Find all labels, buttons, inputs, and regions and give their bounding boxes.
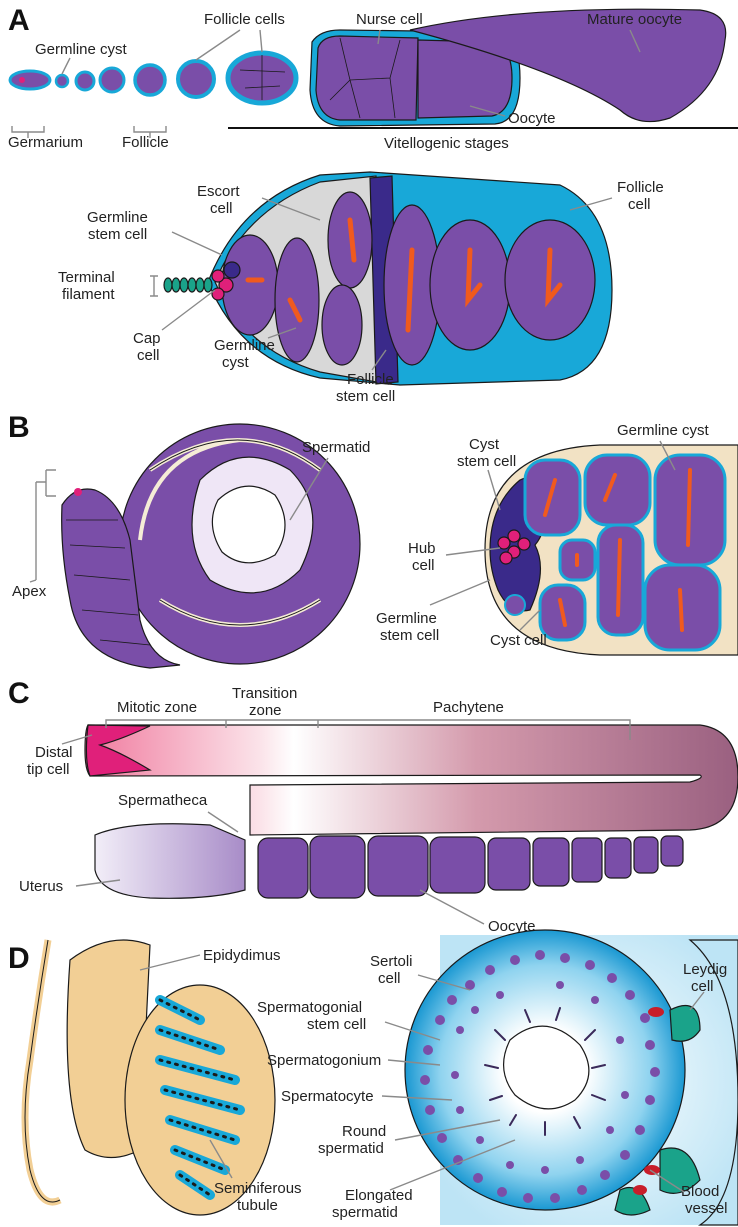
label-germline-stem-cell-b-2: stem cell: [380, 627, 439, 644]
label-pachytene: Pachytene: [433, 699, 504, 716]
label-terminal-filament-2: filament: [62, 286, 115, 303]
label-follicle-stem-cell-1: Follicle: [347, 371, 394, 388]
label-germline-stem-cell-b-1: Germline: [376, 610, 437, 627]
label-follicle-cells: Follicle cells: [204, 11, 285, 28]
label-seminiferous-tubule-2: tubule: [237, 1197, 278, 1214]
panel-b-letter: B: [8, 411, 30, 444]
label-uterus: Uterus: [19, 878, 63, 895]
panel-c: C Mitotic zone Transition zone Pachytene…: [8, 677, 738, 935]
coiled-testis: [62, 424, 360, 668]
label-spermatheca: Spermatheca: [118, 792, 208, 809]
label-germline-cyst-a-1: Germline: [214, 337, 275, 354]
label-transition-zone-1: Transition: [232, 685, 297, 702]
label-spermatocyte: Spermatocyte: [281, 1088, 374, 1105]
label-germline-cyst: Germline cyst: [35, 41, 128, 58]
testis-epididymis: [25, 940, 275, 1215]
label-germarium: Germarium: [8, 134, 83, 151]
label-hub-cell-2: cell: [412, 557, 435, 574]
label-leydig-cell-1: Leydig: [683, 961, 727, 978]
label-transition-zone-2: zone: [249, 702, 282, 719]
label-distal-tip-cell-1: Distal: [35, 744, 73, 761]
label-cyst-stem-cell-2: stem cell: [457, 453, 516, 470]
label-germline-stem-cell-a-1: Germline: [87, 209, 148, 226]
label-nurse-cell: Nurse cell: [356, 11, 423, 28]
label-follicle-stem-cell-2: stem cell: [336, 388, 395, 405]
label-seminiferous-tubule-1: Seminiferous: [214, 1180, 302, 1197]
panel-d: D Epidydimus Seminiferous tubule: [8, 930, 738, 1225]
panel-a: A Germline cyst Follicle cells Nurse cel…: [8, 4, 738, 405]
label-elongated-spermatid-2: spermatid: [332, 1204, 398, 1221]
label-apex: Apex: [12, 583, 47, 600]
label-sertoli-cell-2: cell: [378, 970, 401, 987]
label-round-spermatid-1: Round: [342, 1123, 386, 1140]
label-cyst-cell: Cyst cell: [490, 632, 547, 649]
label-spermatogonial-stem-cell-2: stem cell: [307, 1016, 366, 1033]
label-germline-cyst-b: Germline cyst: [617, 422, 710, 439]
label-oocyte: Oocyte: [508, 110, 556, 127]
label-cyst-stem-cell-1: Cyst: [469, 436, 500, 453]
panel-b: B Spermatid Apex: [8, 411, 738, 668]
label-round-spermatid-2: spermatid: [318, 1140, 384, 1157]
panel-d-letter: D: [8, 942, 30, 975]
label-cap-cell-2: cell: [137, 347, 160, 364]
label-follicle: Follicle: [122, 134, 169, 151]
label-leydig-cell-2: cell: [691, 978, 714, 995]
label-blood-vessel-2: vessel: [685, 1200, 728, 1217]
label-sertoli-cell-1: Sertoli: [370, 953, 413, 970]
label-germline-cyst-a-2: cyst: [222, 354, 250, 371]
panel-a-letter: A: [8, 4, 30, 37]
label-elongated-spermatid-1: Elongated: [345, 1187, 413, 1204]
label-spermatogonial-stem-cell-1: Spermatogonial: [257, 999, 362, 1016]
c-elegans-gonad: [85, 725, 738, 898]
label-mature-oocyte: Mature oocyte: [587, 11, 682, 28]
label-escort-cell-1: Escort: [197, 183, 240, 200]
label-spermatogonium: Spermatogonium: [267, 1052, 381, 1069]
label-vitellogenic-stages: Vitellogenic stages: [384, 135, 509, 152]
label-blood-vessel-1: Blood: [681, 1183, 719, 1200]
label-escort-cell-2: cell: [210, 200, 233, 217]
label-distal-tip-cell-2: tip cell: [27, 761, 70, 778]
terminal-filament: [164, 278, 212, 292]
label-germline-stem-cell-a-2: stem cell: [88, 226, 147, 243]
label-cap-cell-1: Cap: [133, 330, 161, 347]
testis-apex-detail: [485, 445, 738, 655]
label-spermatid: Spermatid: [302, 439, 370, 456]
label-epidydimus: Epidydimus: [203, 947, 281, 964]
label-mitotic-zone: Mitotic zone: [117, 699, 197, 716]
label-follicle-cell-1: Follicle: [617, 179, 664, 196]
label-follicle-cell-2: cell: [628, 196, 651, 213]
label-hub-cell-1: Hub: [408, 540, 436, 557]
label-terminal-filament-1: Terminal: [58, 269, 115, 286]
panel-c-letter: C: [8, 677, 30, 710]
